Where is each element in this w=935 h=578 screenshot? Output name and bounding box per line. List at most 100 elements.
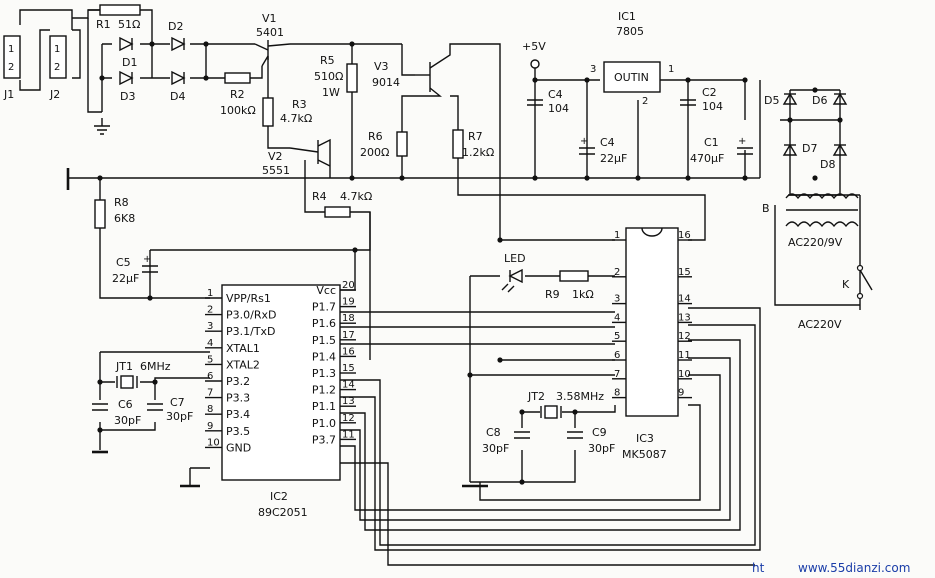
capacitor-c7: C7 30pF [147, 396, 193, 423]
resistor-r3: R3 4.7kΩ [262, 97, 312, 127]
resistor-r9: R9 1kΩ [545, 270, 594, 301]
svg-text:C1: C1 [704, 136, 719, 149]
svg-text:R9: R9 [545, 288, 560, 301]
svg-text:JT2: JT2 [527, 390, 545, 403]
svg-text:C6: C6 [118, 398, 133, 411]
ic3-pin-number: 16 [678, 230, 691, 241]
svg-text:D6: D6 [812, 94, 827, 107]
svg-text:1: 1 [8, 44, 14, 55]
ic3-pin-number: 7 [614, 369, 620, 380]
svg-text:C5: C5 [116, 256, 131, 269]
svg-text:ht: ht [752, 561, 765, 575]
connector-j1: 1 2 J1 [3, 35, 21, 101]
svg-text:104: 104 [702, 100, 723, 113]
svg-text:R3: R3 [292, 98, 307, 111]
j2-label: J2 [49, 88, 60, 101]
ic3-pin-number: 3 [614, 294, 620, 305]
svg-text:D5: D5 [764, 94, 779, 107]
svg-text:7805: 7805 [616, 25, 644, 38]
diode-d4: D4 [170, 70, 186, 103]
svg-text:3.58MHz: 3.58MHz [556, 390, 604, 403]
svg-text:104: 104 [548, 102, 569, 115]
svg-text:C2: C2 [702, 86, 717, 99]
crystal-jt1: JT1 6MHz [115, 360, 171, 389]
resistor-r2: R2 100kΩ [220, 72, 256, 117]
ic2-pin-number: 9 [207, 421, 213, 432]
ic2-pin-label: XTAL2 [226, 358, 260, 371]
ic2-pin-number: 10 [207, 437, 220, 448]
resistor-r8: R8 6K8 [94, 196, 135, 229]
diode-d3: D3 [119, 70, 135, 103]
svg-text:30pF: 30pF [588, 442, 615, 455]
svg-text:1: 1 [54, 44, 60, 55]
svg-text:V2: V2 [268, 150, 283, 163]
svg-text:6K8: 6K8 [114, 212, 135, 225]
ic2-pin-number: 3 [207, 321, 213, 332]
ic2-pin-label: P3.5 [226, 425, 250, 438]
regulator-ic1: IC1 7805 OUTIN 3 1 2 [590, 10, 674, 107]
capacitor-c4b: + C4 22μF [579, 136, 627, 165]
svg-text:2: 2 [8, 62, 14, 73]
ic3-pin-number: 1 [614, 230, 620, 241]
ic3-pin-number: 12 [678, 331, 691, 342]
svg-text:LED: LED [504, 252, 526, 265]
svg-text:30pF: 30pF [166, 410, 193, 423]
svg-text:D4: D4 [170, 90, 185, 103]
watermark: ht www.55dianzi.com [752, 561, 910, 575]
svg-text:V1: V1 [262, 12, 277, 25]
svg-text:K: K [842, 278, 850, 291]
resistor-r6: R6 200Ω [360, 130, 408, 159]
svg-text:D1: D1 [122, 56, 137, 69]
svg-text:89C2051: 89C2051 [258, 506, 308, 519]
capacitor-c4a: C4 104 [527, 88, 569, 115]
svg-text:R5: R5 [320, 54, 335, 67]
diode-d5: D5 [764, 92, 798, 107]
ic2-pin-label: P3.2 [226, 375, 250, 388]
ic2-pin-label: P1.5 [312, 334, 336, 347]
ic2-pin-label: P3.7 [312, 433, 336, 446]
capacitor-c6: C6 30pF [92, 398, 141, 427]
ic2-pin-label: XTAL1 [226, 342, 260, 355]
ic2-pin-label: Vcc [316, 284, 336, 297]
ic3-pin-number: 6 [614, 350, 620, 361]
ic2-pin-number: 4 [207, 338, 213, 349]
capacitor-c1: + C1 470μF [690, 136, 753, 165]
svg-text:V3: V3 [374, 60, 389, 73]
junctions [97, 41, 843, 485]
svg-text:2: 2 [642, 96, 648, 107]
svg-text:MK5087: MK5087 [622, 448, 667, 461]
ic2-pin-number: 19 [342, 297, 355, 308]
ic2-pin-number: 12 [342, 413, 355, 424]
ic2-pin-label: P1.6 [312, 317, 336, 330]
wires [19, 9, 861, 566]
switch-k: K AC220V [798, 264, 873, 331]
ic3-pin-number: 4 [614, 312, 620, 323]
ic2-pin-number: 6 [207, 371, 213, 382]
ic2-pin-label: GND [226, 441, 251, 454]
svg-text:D2: D2 [168, 20, 183, 33]
svg-text:R7: R7 [468, 130, 483, 143]
diode-d1: D1 [119, 36, 137, 69]
vcc-terminal: +5V [522, 40, 546, 69]
ic2-pin-number: 8 [207, 404, 213, 415]
diode-d7: D7 [782, 142, 817, 156]
resistor-r4: R4 4.7kΩ [312, 190, 372, 218]
ic3-pin-number: 15 [678, 267, 691, 278]
connector-j2: 1 2 J2 [49, 35, 67, 101]
svg-text:470μF: 470μF [690, 152, 724, 165]
svg-text:5551: 5551 [262, 164, 290, 177]
ic3-pin-number: 13 [678, 312, 691, 323]
diode-d8: D8 [820, 143, 848, 171]
ic3-pin-number: 8 [614, 388, 620, 399]
transistor-v2: V2 5551 [262, 140, 319, 177]
crystal-jt2: JT2 3.58MHz [527, 390, 604, 419]
ic2-pin-number: 17 [342, 330, 355, 341]
svg-text:D8: D8 [820, 158, 835, 171]
svg-text:AC220V: AC220V [798, 318, 842, 331]
diode-d6: D6 [812, 92, 848, 107]
svg-text:www.55dianzi.com: www.55dianzi.com [798, 561, 910, 575]
svg-text:30pF: 30pF [114, 414, 141, 427]
